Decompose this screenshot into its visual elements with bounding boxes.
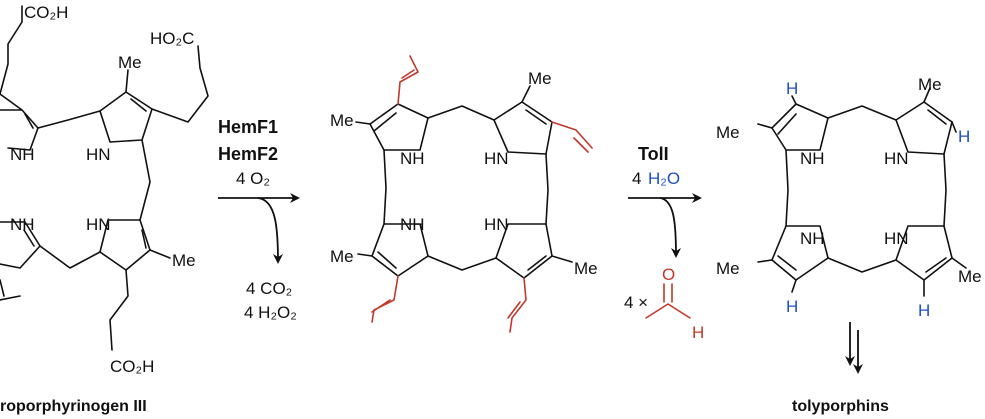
nh-label-substrate-2: NH (10, 215, 35, 234)
acetaldehyde-structure (645, 283, 691, 319)
acetaldehyde-oxygen: O (662, 265, 675, 284)
me-label-intermediate-3: Me (330, 247, 354, 266)
product-structure (757, 87, 967, 297)
byproduct-arrow-1 (257, 197, 283, 264)
me-label-product-3: Me (716, 259, 740, 278)
me-label-intermediate-4: Me (574, 259, 598, 278)
byproduct-co2: 4 CO₂ (246, 279, 292, 298)
me-label-product-4: Me (958, 267, 982, 286)
hn-label-intermediate-2: HN (484, 215, 509, 234)
acetaldehyde-count: 4 × (624, 293, 648, 312)
co2h-label-top: CO₂H (24, 3, 68, 22)
byproduct-arrow-2 (659, 197, 681, 258)
me-label-intermediate-2: Me (528, 69, 552, 88)
hn-label-intermediate-1: HN (484, 149, 509, 168)
enzyme-hemf1: HemF1 (218, 117, 278, 137)
byproduct-h2o2: 4 H₂O₂ (244, 303, 297, 322)
hn-label-product-2: HN (884, 229, 909, 248)
reagent-water: H₂O (648, 169, 680, 188)
nh-label-intermediate-1: NH (400, 149, 425, 168)
ho2c-label: HO₂C (150, 29, 194, 48)
me-label-intermediate-1: Me (330, 111, 354, 130)
multistep-arrow (845, 322, 863, 374)
h-label-product-1: H (786, 79, 798, 98)
enzyme-hemf2: HemF2 (218, 144, 278, 164)
me-label-substrate-bottom: Me (172, 251, 196, 270)
hn-label-substrate-2: HN (86, 215, 111, 234)
me-label-substrate-top: Me (118, 53, 142, 72)
product-name: tolyporphins (792, 398, 889, 415)
vinyl-groups-intermediate (371, 55, 593, 333)
h-label-product-2: H (958, 127, 970, 146)
h-label-product-4: H (918, 301, 930, 320)
substrate-name: roporphyrinogen III (0, 398, 147, 415)
h-label-product-3: H (786, 297, 798, 316)
acetaldehyde-hydrogen: H (692, 323, 704, 342)
reagent-count: 4 (632, 169, 641, 188)
me-label-product-1: Me (716, 123, 740, 142)
coproporphyrinogen-structure (0, 5, 209, 351)
nh-label-product-2: NH (800, 229, 825, 248)
hn-label-substrate-1: HN (86, 145, 111, 164)
enzyme-toli: TolI (638, 144, 669, 164)
reagent-o2: 4 O₂ (236, 169, 270, 188)
hn-label-product-1: HN (884, 149, 909, 168)
nh-label-product-1: NH (800, 149, 825, 168)
me-label-product-2: Me (918, 75, 942, 94)
protoporphyrinogen-structure (355, 85, 573, 279)
co2h-label-bottom: CO₂H (110, 357, 154, 376)
nh-label-intermediate-2: NH (400, 215, 425, 234)
nh-label-substrate-1: NH (10, 145, 35, 164)
